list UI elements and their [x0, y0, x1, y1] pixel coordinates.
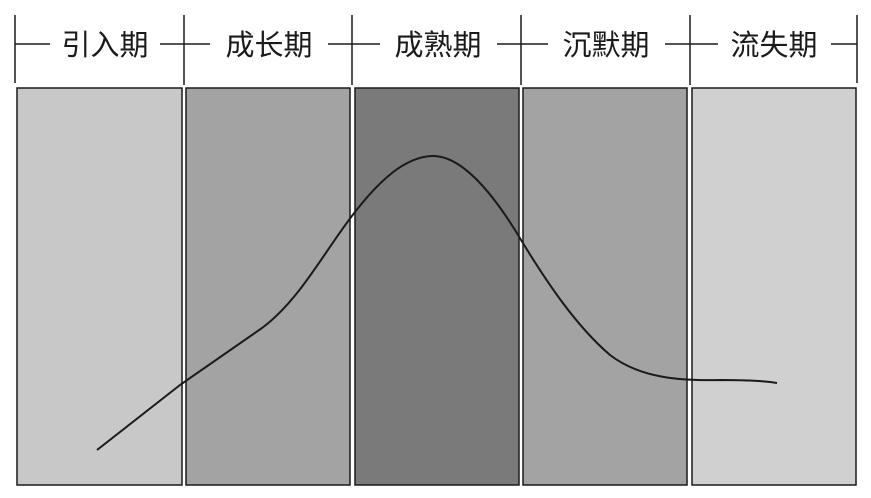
stage-panel-churn	[691, 87, 857, 486]
stage-panel-silent	[522, 87, 688, 486]
stage-label-intro: 引入期	[61, 28, 148, 62]
stage-label-silent: 沉默期	[562, 28, 649, 62]
stage-panel-mature	[354, 87, 520, 486]
stage-panel-growth	[185, 87, 351, 486]
lifecycle-curve	[96, 154, 778, 451]
stage-label-mature: 成熟期	[394, 28, 481, 62]
stage-panels	[16, 87, 857, 486]
stage-panel-intro	[16, 87, 183, 486]
stage-label-growth: 成长期	[225, 28, 312, 62]
stage-label-churn: 流失期	[730, 28, 817, 62]
stage-header: 引入期 成长期 成熟期 沉默期 流失期	[14, 15, 858, 85]
